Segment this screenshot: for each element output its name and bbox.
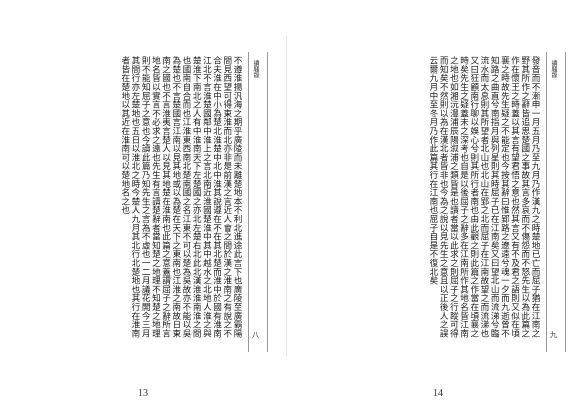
left-page: 不遵淮揚汎海之期乎廣陵而未離楚地本不利北進途此言下也廣陵至廣霸陽間見西望可得東淮…	[12, 42, 274, 352]
left-page-text: 不遵淮揚汎海之期乎廣陵而未離楚地本不利北進途此言下也廣陵至廣霸陽間見西望可得東淮…	[119, 56, 242, 338]
left-page-number: 13	[138, 388, 148, 399]
right-page: 發音而不漸申一月五月乃至九月乃作漢九之時楚地已亡而屈子猶在江南之野其所作之辭皆追…	[318, 42, 568, 352]
left-margin-title: 讀騷錄	[252, 60, 259, 78]
right-folio: 九	[550, 331, 557, 339]
left-folio: 八	[252, 331, 259, 339]
gutter-divider	[286, 36, 287, 356]
right-margin-title: 讀騷錄	[550, 60, 557, 78]
left-page-margin: 讀騷錄 八	[248, 52, 268, 352]
right-page-margin: 讀騷錄 九	[546, 52, 566, 352]
right-page-number: 14	[433, 388, 443, 399]
right-page-text: 發音而不漸申一月五月乃至九月乃作漢九之時楚地已亡而屈子猶在江南之野其所作之辭皆追…	[427, 56, 540, 338]
